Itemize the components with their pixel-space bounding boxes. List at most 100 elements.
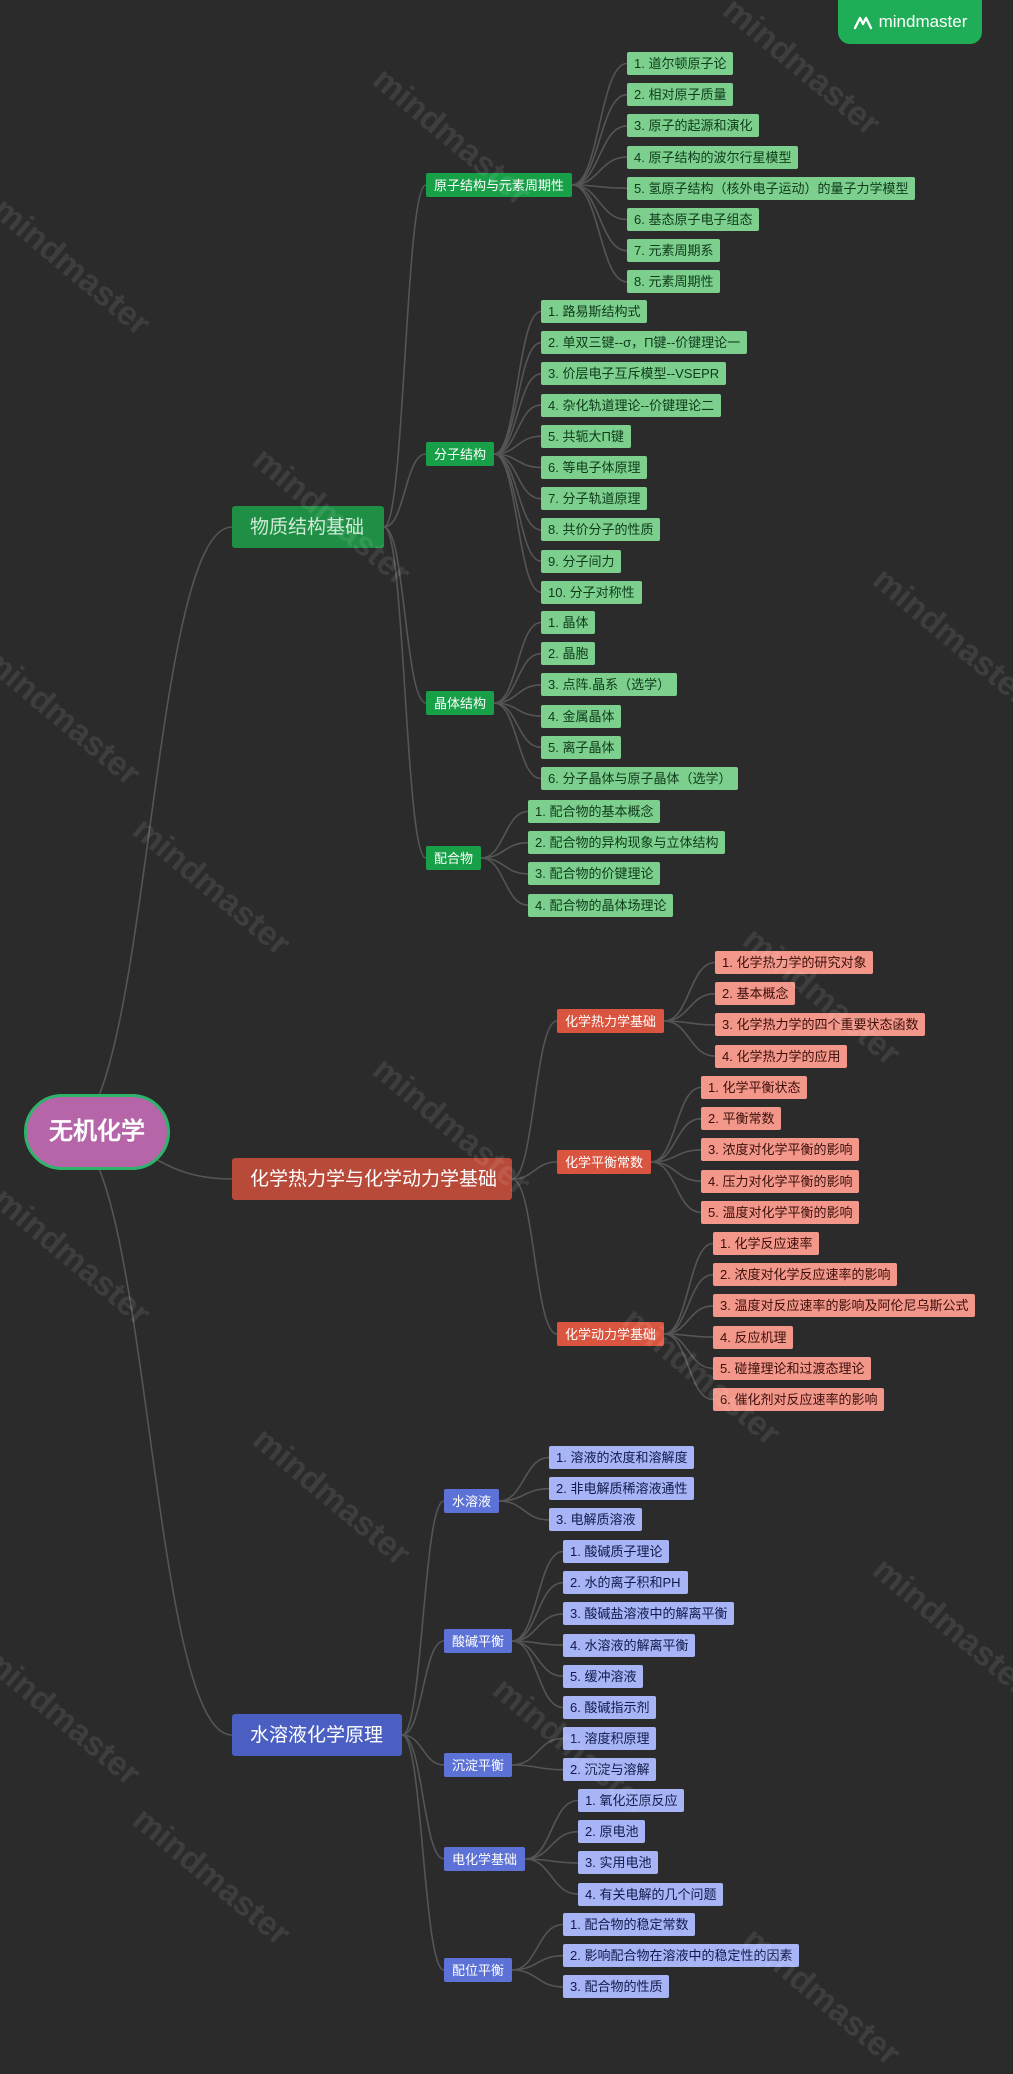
leaf-topic[interactable]: 6. 基态原子电子组态 — [627, 208, 760, 231]
leaf-topic[interactable]: 1. 化学反应速率 — [713, 1232, 820, 1255]
leaf-topic[interactable]: 1. 晶体 — [541, 611, 596, 634]
connector-line — [663, 1305, 714, 1335]
leaf-topic[interactable]: 1. 化学热力学的研究对象 — [715, 951, 874, 974]
leaf-topic[interactable]: 4. 杂化轨道理论--价键理论二 — [541, 393, 722, 417]
leaf-topic[interactable]: 4. 压力对化学平衡的影响 — [701, 1169, 860, 1193]
leaf-topic[interactable]: 4. 化学热力学的应用 — [715, 1044, 848, 1068]
subtopic[interactable]: 化学热力学基础 — [557, 1009, 665, 1033]
leaf-topic-label: 3. 化学热力学的四个重要状态函数 — [722, 1017, 919, 1033]
leaf-topic[interactable]: 7. 元素周期系 — [627, 239, 721, 263]
subtopic[interactable]: 水溶液 — [444, 1489, 500, 1513]
leaf-topic-label: 6. 催化剂对反应速率的影响 — [720, 1392, 878, 1407]
leaf-topic[interactable]: 3. 温度对反应速率的影响及阿伦尼乌斯公式 — [713, 1294, 976, 1318]
connector-line — [663, 1333, 714, 1401]
leaf-topic-label: 5. 共轭大Π键 — [548, 428, 624, 444]
leaf-topic[interactable]: 4. 配合物的晶体场理论 — [528, 893, 674, 917]
connector-line — [494, 684, 542, 704]
leaf-topic[interactable]: 3. 点阵.晶系（选学） — [541, 673, 678, 697]
leaf-topic[interactable]: 3. 原子的起源和演化 — [627, 114, 760, 138]
leaf-topic[interactable]: 5. 温度对化学平衡的影响 — [701, 1200, 860, 1224]
subtopic[interactable]: 分子结构 — [426, 442, 495, 466]
subtopic-label: 分子结构 — [434, 446, 487, 462]
leaf-topic[interactable]: 2. 相对原子质量 — [627, 83, 734, 107]
leaf-topic[interactable]: 8. 共价分子的性质 — [541, 518, 661, 542]
leaf-topic[interactable]: 1. 酸碱质子理论 — [563, 1540, 670, 1563]
leaf-topic[interactable]: 5. 离子晶体 — [541, 735, 622, 759]
leaf-topic[interactable]: 6. 等电子体原理 — [541, 456, 648, 479]
connector-line — [572, 156, 628, 186]
root-topic[interactable]: 无机化学 — [24, 1094, 170, 1170]
leaf-topic[interactable]: 2. 平衡常数 — [701, 1107, 782, 1131]
leaf-topic[interactable]: 2. 水的离子积和PH — [563, 1571, 688, 1595]
leaf-topic[interactable]: 4. 水溶液的解离平衡 — [563, 1633, 696, 1657]
leaf-topic[interactable]: 2. 沉淀与溶解 — [563, 1758, 657, 1782]
leaf-topic-label: 2. 水的离子积和PH — [570, 1575, 681, 1591]
leaf-topic[interactable]: 1. 氧化还原反应 — [578, 1789, 685, 1812]
leaf-topic[interactable]: 5. 共轭大Π键 — [541, 424, 631, 448]
leaf-topic[interactable]: 5. 氢原子结构（核外电子运动）的量子力学模型 — [627, 176, 916, 200]
leaf-topic-label: 6. 基态原子电子组态 — [634, 212, 753, 227]
leaf-topic-label: 6. 酸碱指示剂 — [570, 1700, 650, 1715]
leaf-topic[interactable]: 4. 反应机理 — [713, 1325, 794, 1349]
subtopic[interactable]: 沉淀平衡 — [444, 1753, 513, 1777]
subtopic[interactable]: 原子结构与元素周期性 — [426, 173, 573, 197]
leaf-topic[interactable]: 3. 浓度对化学平衡的影响 — [701, 1138, 860, 1162]
leaf-topic-label: 2. 非电解质稀溶液通性 — [556, 1481, 688, 1497]
leaf-topic[interactable]: 2. 晶胞 — [541, 642, 596, 666]
leaf-topic[interactable]: 5. 缓冲溶液 — [563, 1664, 644, 1688]
subtopic[interactable]: 电化学基础 — [444, 1847, 526, 1871]
subtopic[interactable]: 配位平衡 — [444, 1958, 513, 1982]
leaf-topic-label: 3. 实用电池 — [585, 1855, 652, 1871]
leaf-topic-label: 3. 酸碱盐溶液中的解离平衡 — [570, 1606, 728, 1622]
leaf-topic[interactable]: 9. 分子间力 — [541, 549, 622, 573]
leaf-topic-label: 1. 路易斯结构式 — [548, 304, 641, 319]
leaf-topic[interactable]: 3. 实用电池 — [578, 1851, 659, 1875]
leaf-topic[interactable]: 3. 酸碱盐溶液中的解离平衡 — [563, 1602, 735, 1626]
subtopic[interactable]: 配合物 — [426, 846, 482, 870]
leaf-topic[interactable]: 6. 催化剂对反应速率的影响 — [713, 1388, 885, 1411]
leaf-topic[interactable]: 10. 分子对称性 — [541, 580, 642, 604]
leaf-topic[interactable]: 3. 化学热力学的四个重要状态函数 — [715, 1013, 926, 1037]
branch-topic[interactable]: 水溶液化学原理 — [232, 1714, 402, 1756]
leaf-topic[interactable]: 1. 路易斯结构式 — [541, 300, 648, 323]
leaf-topic[interactable]: 5. 碰撞理论和过渡态理论 — [713, 1356, 872, 1380]
leaf-topic[interactable]: 3. 配合物的价键理论 — [528, 862, 661, 886]
leaf-topic[interactable]: 3. 电解质溶液 — [549, 1508, 643, 1532]
leaf-topic[interactable]: 1. 道尔顿原子论 — [627, 52, 734, 75]
subtopic[interactable]: 化学动力学基础 — [557, 1322, 665, 1346]
branch-topic[interactable]: 物质结构基础 — [232, 506, 384, 548]
subtopic[interactable]: 酸碱平衡 — [444, 1629, 513, 1653]
branch-topic[interactable]: 化学热力学与化学动力学基础 — [232, 1158, 512, 1200]
leaf-topic-label: 4. 原子结构的波尔行星模型 — [634, 149, 792, 165]
leaf-topic[interactable]: 4. 有关电解的几个问题 — [578, 1882, 724, 1906]
leaf-topic[interactable]: 1. 化学平衡状态 — [701, 1076, 808, 1099]
leaf-topic[interactable]: 8. 元素周期性 — [627, 270, 721, 294]
leaf-topic[interactable]: 2. 配合物的异构现象与立体结构 — [528, 831, 726, 855]
leaf-topic[interactable]: 1. 溶液的浓度和溶解度 — [549, 1446, 695, 1469]
leaf-topic[interactable]: 7. 分子轨道原理 — [541, 487, 648, 511]
leaf-topic[interactable]: 2. 浓度对化学反应速率的影响 — [713, 1263, 898, 1287]
leaf-topic[interactable]: 2. 影响配合物在溶液中的稳定性的因素 — [563, 1944, 800, 1968]
subtopic-label: 配合物 — [434, 850, 474, 866]
leaf-topic[interactable]: 4. 原子结构的波尔行星模型 — [627, 145, 799, 169]
leaf-topic[interactable]: 2. 单双三键--σ，Π键--价键理论一 — [541, 331, 748, 355]
leaf-topic[interactable]: 4. 金属晶体 — [541, 704, 622, 728]
leaf-topic[interactable]: 6. 分子晶体与原子晶体（选学） — [541, 767, 739, 790]
connector-line — [663, 1273, 714, 1335]
leaf-topic[interactable]: 1. 配合物的基本概念 — [528, 800, 661, 823]
leaf-topic-label: 9. 分子间力 — [548, 553, 615, 569]
subtopic[interactable]: 化学平衡常数 — [557, 1150, 652, 1174]
connector-line — [494, 435, 542, 455]
leaf-topic[interactable]: 3. 价层电子互斥模型--VSEPR — [541, 362, 727, 386]
connector-line — [525, 1830, 579, 1860]
leaf-topic[interactable]: 3. 配合物的性质 — [563, 1975, 670, 1999]
leaf-topic[interactable]: 1. 配合物的稳定常数 — [563, 1913, 696, 1936]
leaf-topic[interactable]: 2. 基本概念 — [715, 982, 796, 1006]
leaf-topic[interactable]: 6. 酸碱指示剂 — [563, 1696, 657, 1719]
leaf-topic-label: 3. 原子的起源和演化 — [634, 118, 753, 134]
subtopic[interactable]: 晶体结构 — [426, 691, 495, 715]
leaf-topic-label: 4. 杂化轨道理论--价键理论二 — [548, 397, 715, 413]
leaf-topic[interactable]: 1. 溶度积原理 — [563, 1727, 657, 1750]
leaf-topic[interactable]: 2. 原电池 — [578, 1820, 646, 1844]
leaf-topic[interactable]: 2. 非电解质稀溶液通性 — [549, 1477, 695, 1501]
